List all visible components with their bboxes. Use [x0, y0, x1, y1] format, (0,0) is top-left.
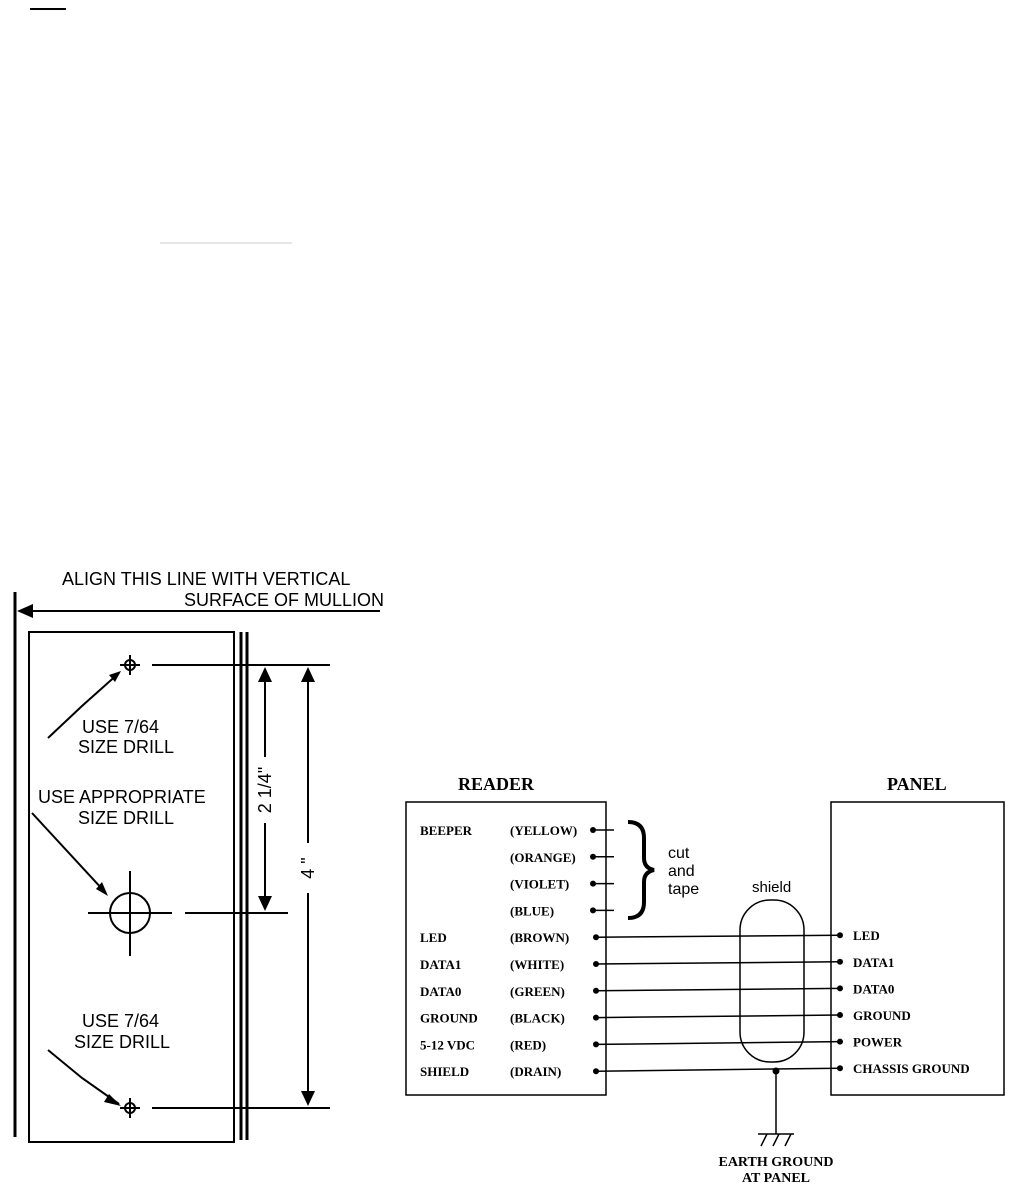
align-label-line2: SURFACE OF MULLION — [184, 590, 384, 610]
ground-hatch-3 — [784, 1133, 792, 1147]
panel-terminal-dot — [837, 985, 843, 992]
reader-labels: BEEPER (YELLOW) (ORANGE) (VIOLET) (BLUE) LED (… — [420, 823, 577, 1079]
reader-signal-label: BEEPER — [420, 823, 473, 838]
panel-title: PANEL — [887, 774, 947, 794]
ground-hatch-1 — [760, 1133, 768, 1147]
template-outline — [28, 631, 235, 1143]
drill-bottom-label-line2: SIZE DRILL — [74, 1032, 170, 1052]
dim-short-arrow-down — [258, 896, 272, 911]
panel-box — [830, 801, 1005, 1096]
drill-mid-label-line2: SIZE DRILL — [78, 808, 174, 828]
dim-long-arrow-up — [301, 667, 315, 682]
leader-top-arrowhead — [109, 671, 121, 682]
reader-title: READER — [458, 774, 535, 794]
reader-terminal-dot — [590, 880, 596, 887]
wire — [595, 1067, 841, 1072]
panel-terminal-label: POWER — [853, 1035, 903, 1050]
reader-terminal-dot — [593, 934, 599, 941]
wiring-diagram — [405, 801, 1005, 1147]
cut-label: cut — [668, 845, 690, 862]
reader-signal-label: DATA0 — [420, 984, 461, 999]
panel-terminal-label: LED — [853, 928, 880, 943]
drill-top-label-line2: SIZE DRILL — [78, 737, 174, 757]
align-label-line1: ALIGN THIS LINE WITH VERTICAL — [62, 569, 350, 589]
cut-tape-brace — [627, 820, 655, 920]
leader-bottom-arrowhead — [104, 1094, 121, 1106]
reader-terminal-dot — [593, 1041, 599, 1048]
panel-terminal-dot — [837, 1038, 843, 1045]
reader-wire-color-label: (VIOLET) — [510, 877, 569, 892]
wire — [595, 987, 841, 992]
ground-hatch-2 — [772, 1133, 780, 1147]
reader-wire-color-label: (YELLOW) — [510, 823, 577, 838]
reader-box — [405, 801, 607, 1096]
wire — [595, 934, 841, 938]
reader-wire-color-label: (DRAIN) — [510, 1064, 561, 1079]
reader-wire-color-label: (GREEN) — [510, 984, 565, 999]
dim-short-arrow-up — [258, 667, 272, 682]
tape-label: tape — [668, 881, 699, 898]
reader-signal-label: LED — [420, 930, 447, 945]
reader-wire-color-label: (BLUE) — [510, 903, 554, 918]
wire — [595, 1014, 841, 1019]
terminal-dots — [590, 827, 843, 1075]
dim-short-label: 2 1/4" — [255, 767, 275, 813]
reader-wire-color-label: (BLACK) — [510, 1011, 565, 1026]
leader-center-arrowhead — [96, 882, 108, 896]
align-arrow-head — [17, 604, 33, 618]
wires — [593, 829, 841, 1072]
dim-long-label: 4 " — [298, 857, 318, 878]
wire — [595, 961, 841, 965]
shield-capsule — [739, 899, 805, 1063]
shield-label: shield — [752, 879, 791, 896]
center-hole-icon — [88, 871, 172, 956]
reader-signal-label: SHIELD — [420, 1064, 469, 1079]
reader-terminal-dot — [590, 907, 596, 914]
reader-wire-color-label: (WHITE) — [510, 957, 564, 972]
panel-terminal-dot — [837, 932, 843, 939]
drill-top-label-line1: USE 7/64 — [82, 717, 159, 737]
panel-terminal-label: GROUND — [853, 1008, 911, 1023]
drill-mid-label-line1: USE APPROPRIATE — [38, 787, 206, 807]
reader-signal-label: 5-12 VDC — [420, 1037, 475, 1052]
reader-terminal-dot — [593, 961, 599, 967]
reader-terminal-dot — [593, 1014, 599, 1021]
panel-terminal-label: CHASSIS GROUND — [853, 1061, 970, 1076]
panel-terminal-dot — [837, 1012, 843, 1018]
top-hole-icon — [120, 655, 140, 675]
panel-terminal-dot — [837, 958, 843, 965]
leader-center-hole — [31, 812, 105, 892]
mounting-template — [13, 592, 380, 1143]
leader-top-hole — [47, 672, 120, 739]
dim-long-arrow-down — [301, 1091, 315, 1106]
reader-terminal-dot — [593, 1068, 599, 1075]
reader-signal-label: DATA1 — [420, 957, 461, 972]
panel-terminal-label: DATA0 — [853, 981, 894, 996]
reader-terminal-dot — [593, 987, 599, 994]
bottom-hole-icon — [120, 1098, 140, 1118]
earth-ground-label-line1: EARTH GROUND — [718, 1155, 833, 1170]
reader-wire-color-label: (ORANGE) — [510, 850, 576, 865]
panel-terminal-label: DATA1 — [853, 955, 894, 970]
and-label: and — [668, 863, 695, 880]
panel-terminal-dot — [837, 1065, 843, 1072]
wire — [595, 1040, 841, 1046]
earth-ground-label-line2: AT PANEL — [742, 1171, 810, 1186]
drill-bottom-label-line1: USE 7/64 — [82, 1011, 159, 1031]
reader-wire-color-label: (RED) — [510, 1037, 546, 1052]
reader-terminal-dot — [590, 827, 596, 833]
reader-wire-color-label: (BROWN) — [510, 930, 569, 945]
reader-terminal-dot — [590, 853, 596, 860]
reader-signal-label: GROUND — [420, 1011, 478, 1026]
leader-bottom-hole — [47, 1049, 120, 1105]
